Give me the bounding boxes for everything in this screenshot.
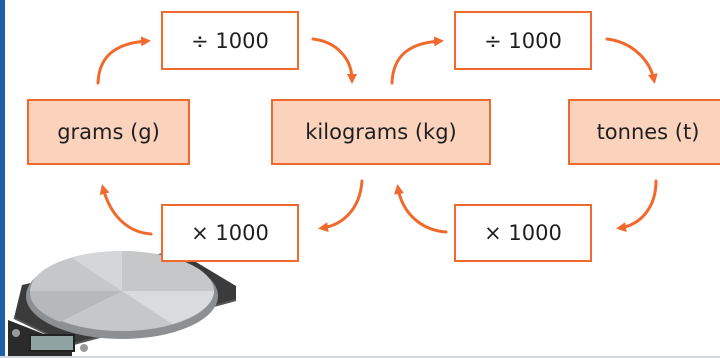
kilograms-box: kilograms (kg) xyxy=(271,99,491,165)
grams-box: grams (g) xyxy=(27,99,190,165)
bottom-divider xyxy=(0,356,720,358)
divide-kilograms-to-tonnes-box: ÷ 1000 xyxy=(454,11,592,70)
multiply-tonnes-to-kilograms-box: × 1000 xyxy=(454,204,592,262)
curved-arrow-icon xyxy=(99,184,153,236)
curved-arrow-icon xyxy=(616,179,658,233)
curved-arrow-icon xyxy=(605,37,658,84)
curved-arrow-icon xyxy=(311,37,357,84)
curved-arrow-icon xyxy=(390,36,444,85)
multiply-kilograms-to-grams-box: × 1000 xyxy=(161,204,299,262)
divide-grams-to-kilograms-box: ÷ 1000 xyxy=(161,11,299,70)
curved-arrow-icon xyxy=(394,184,448,234)
curved-arrow-icon xyxy=(96,36,151,85)
curved-arrow-icon xyxy=(318,179,364,233)
left-accent-bar xyxy=(0,0,5,358)
kitchen-scale-icon xyxy=(8,250,237,358)
tonnes-box: tonnes (t) xyxy=(568,99,720,165)
